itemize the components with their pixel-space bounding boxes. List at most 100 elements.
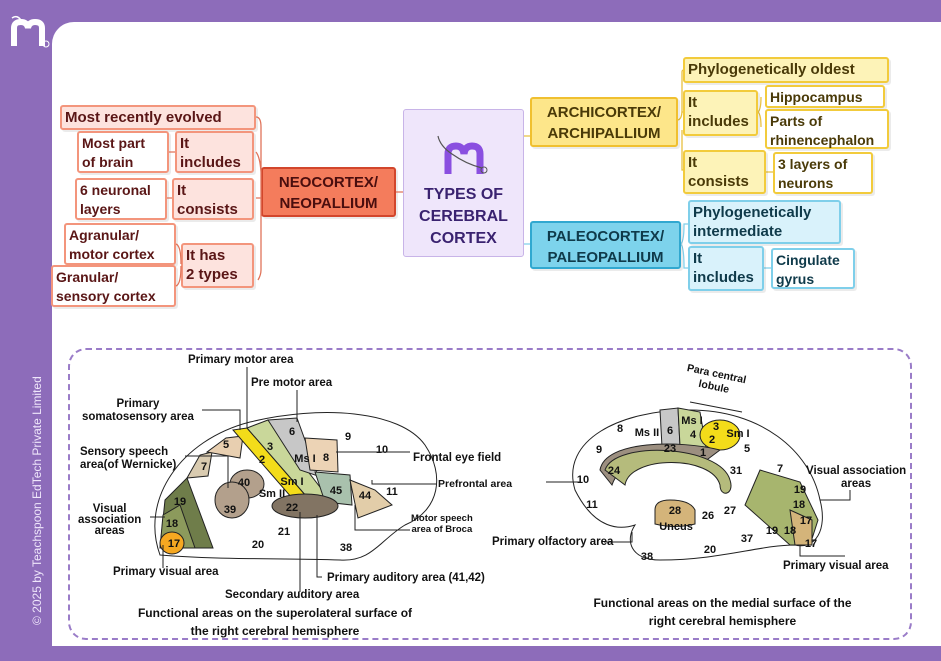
- num: 8: [617, 423, 623, 435]
- num: 20: [252, 539, 264, 551]
- num: 17: [805, 538, 817, 550]
- num: 2: [259, 454, 265, 466]
- label-pre-motor-area: Pre motor area: [251, 377, 333, 389]
- text: Motor speech: [411, 513, 473, 524]
- text: ARCHICORTEX/: [546, 104, 662, 121]
- text: area of Broca: [411, 524, 473, 535]
- text: intermediate: [693, 223, 783, 240]
- text: association: [78, 514, 142, 526]
- num: Ms II: [635, 427, 659, 439]
- area-8: [304, 437, 339, 473]
- text: right cerebral hemisphere: [648, 614, 797, 628]
- area-39: [214, 481, 250, 519]
- num: 9: [345, 431, 351, 443]
- text: It: [177, 182, 187, 199]
- text: of brain: [82, 154, 134, 170]
- neo-includes-value: Most part of brain: [77, 131, 169, 173]
- text: It: [688, 94, 698, 111]
- caption-superolateral: Functional areas on the superolateral su…: [100, 604, 450, 640]
- text: gyrus: [776, 271, 815, 287]
- text: consists: [688, 173, 749, 190]
- leader-lines: [150, 367, 851, 592]
- text: 3 layers of: [778, 156, 848, 172]
- num: 44: [359, 490, 372, 502]
- num: 19: [766, 525, 778, 537]
- text: It has: [186, 247, 226, 264]
- num: 8: [323, 452, 329, 464]
- text: Most part: [82, 135, 145, 151]
- brand-logo-icon: [11, 15, 50, 48]
- corpus-callosum: [604, 449, 732, 494]
- num: 3: [267, 441, 273, 453]
- text: Primary: [116, 398, 160, 410]
- text: Functional areas on the superolateral su…: [137, 606, 413, 620]
- lateral-brain: [154, 412, 438, 561]
- num: 7: [777, 463, 783, 475]
- text: area(of Wernicke): [80, 459, 177, 471]
- center-node-types-of-cerebral-cortex: TYPES OF CEREBRAL CORTEX: [403, 109, 524, 257]
- text: Visual association: [806, 465, 907, 477]
- num: 37: [741, 533, 753, 545]
- medial-area-17: [789, 509, 813, 546]
- num: 5: [223, 439, 229, 451]
- num: 27: [724, 505, 736, 517]
- text: CEREBRAL: [419, 208, 508, 225]
- text: PALEOPALLIUM: [547, 249, 664, 266]
- text: includes: [688, 113, 749, 130]
- archi-hippocampus: Hippocampus: [765, 85, 885, 108]
- num: 26: [702, 510, 714, 522]
- num: 3: [713, 421, 719, 433]
- text: CORTEX: [430, 230, 497, 247]
- text: sensory cortex: [56, 288, 156, 304]
- num: 19: [174, 496, 186, 508]
- num: 23: [664, 443, 676, 455]
- text: NEOCORTEX/: [278, 174, 379, 191]
- num: 9: [596, 444, 602, 456]
- archi-phylogenetically-oldest: Phylogenetically oldest: [683, 57, 889, 83]
- neo-type-granular: Granular/sensory cortex: [51, 265, 176, 307]
- area-22: [271, 493, 339, 519]
- archicortex-node: ARCHICORTEX/ARCHIPALLIUM: [530, 97, 678, 147]
- num: 39: [224, 504, 236, 516]
- archi-it-includes: It includes: [683, 90, 758, 136]
- num: 10: [376, 444, 388, 456]
- num: Uncus: [659, 521, 693, 533]
- text: It: [180, 135, 190, 152]
- num: 28: [669, 505, 681, 517]
- label-primary-olfactory-area: Primary olfactory area: [492, 536, 614, 548]
- text: 6 neuronal: [80, 182, 151, 198]
- num: 18: [793, 499, 805, 511]
- num: Ms I: [681, 415, 702, 427]
- text: TYPES OF: [423, 186, 504, 203]
- caption-medial: Functional areas on the medial surface o…: [560, 594, 885, 630]
- medial-brain: [572, 407, 823, 561]
- num: 10: [577, 474, 589, 486]
- num: 19: [794, 484, 806, 496]
- text: NEOPALLIUM: [279, 195, 378, 212]
- num: Sm I: [726, 428, 749, 440]
- text: Visual: [92, 503, 127, 515]
- num: 21: [278, 526, 290, 538]
- num: 38: [641, 551, 653, 563]
- num: 6: [289, 426, 295, 438]
- uncus: [654, 499, 696, 527]
- text: motor cortex: [69, 246, 155, 262]
- text: areas: [841, 478, 872, 490]
- num: 20: [704, 544, 716, 556]
- num: 18: [784, 525, 796, 537]
- text: areas: [94, 525, 125, 537]
- area-17: [159, 531, 185, 555]
